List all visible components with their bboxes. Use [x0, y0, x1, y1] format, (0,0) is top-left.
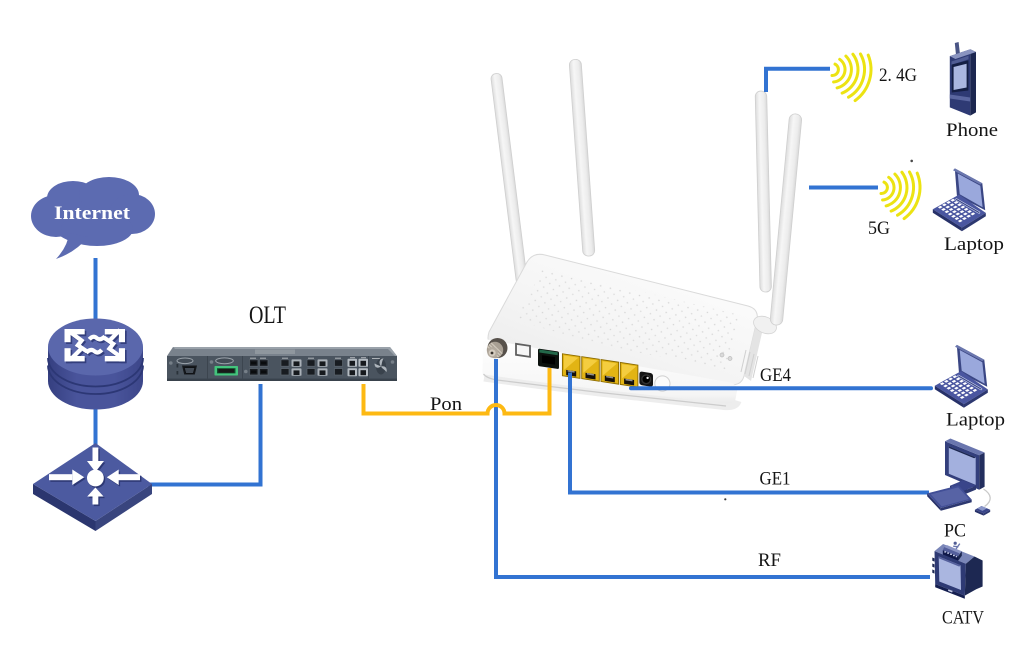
- svg-text:2. 4G: 2. 4G: [879, 65, 917, 86]
- svg-text:GE1: GE1: [760, 469, 791, 490]
- svg-text:Phone: Phone: [946, 120, 998, 141]
- svg-text:CATV: CATV: [942, 608, 984, 629]
- svg-text:Internet: Internet: [54, 204, 131, 224]
- svg-text:OLT: OLT: [249, 302, 286, 329]
- svg-text:PC: PC: [944, 521, 966, 542]
- svg-text:GE4: GE4: [760, 365, 791, 386]
- svg-text:Pon: Pon: [430, 394, 463, 415]
- svg-text:Laptop: Laptop: [946, 410, 1005, 431]
- svg-text:Laptop: Laptop: [944, 234, 1004, 255]
- svg-text:RF: RF: [758, 550, 781, 571]
- svg-text:5G: 5G: [868, 218, 890, 239]
